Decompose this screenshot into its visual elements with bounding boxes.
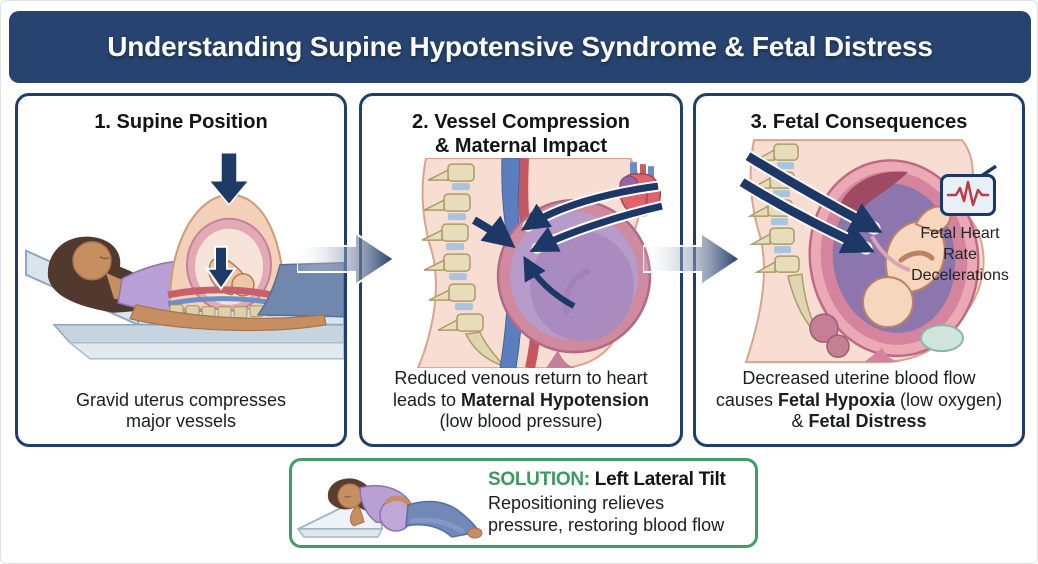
solution-label: SOLUTION:	[488, 469, 590, 491]
panel3-title: 3. Fetal Consequences	[750, 111, 968, 133]
legs-draped	[256, 262, 344, 318]
bladder	[920, 324, 964, 353]
page-title: Understanding Supine Hypotensive Syndrom…	[107, 31, 933, 62]
arm	[129, 304, 327, 332]
flow-arrow-icon	[643, 231, 742, 287]
panel1-title: 1. Supine Position	[94, 111, 268, 133]
supine-position-illustration	[25, 152, 344, 360]
solution-title: Left Lateral Tilt	[594, 469, 726, 491]
vessel-compression-illustration	[416, 158, 668, 369]
panel-supine-position: 1. Supine Position	[15, 93, 347, 447]
fetal-consequences-illustration	[735, 139, 997, 364]
left-lateral-tilt-illustration	[292, 463, 488, 543]
fetal-heart-rate-icon	[940, 174, 996, 216]
fetus	[862, 205, 952, 329]
down-arrow-icon	[205, 245, 237, 291]
solution-heading: SOLUTION: Left Lateral Tilt	[488, 469, 747, 491]
panel2-title: 2. Vessel Compression& Maternal Impact	[412, 111, 630, 157]
spine	[421, 163, 507, 368]
flow-arrow-icon	[297, 231, 396, 287]
ekg-trace	[946, 180, 990, 207]
down-arrow-icon	[207, 152, 251, 206]
solution-box: SOLUTION: Left Lateral Tilt Repositionin…	[289, 458, 758, 548]
blood-flow-arrows	[472, 180, 668, 309]
pregnant-woman-side-lying	[327, 478, 483, 539]
blood-flow-arrows	[735, 149, 883, 255]
header-banner: Understanding Supine Hypotensive Syndrom…	[9, 11, 1031, 83]
panel-vessel-compression: 2. Vessel Compression& Maternal Impact	[359, 93, 683, 447]
panel-fetal-consequences: 3. Fetal Consequences	[693, 93, 1025, 447]
bowel	[809, 313, 850, 358]
